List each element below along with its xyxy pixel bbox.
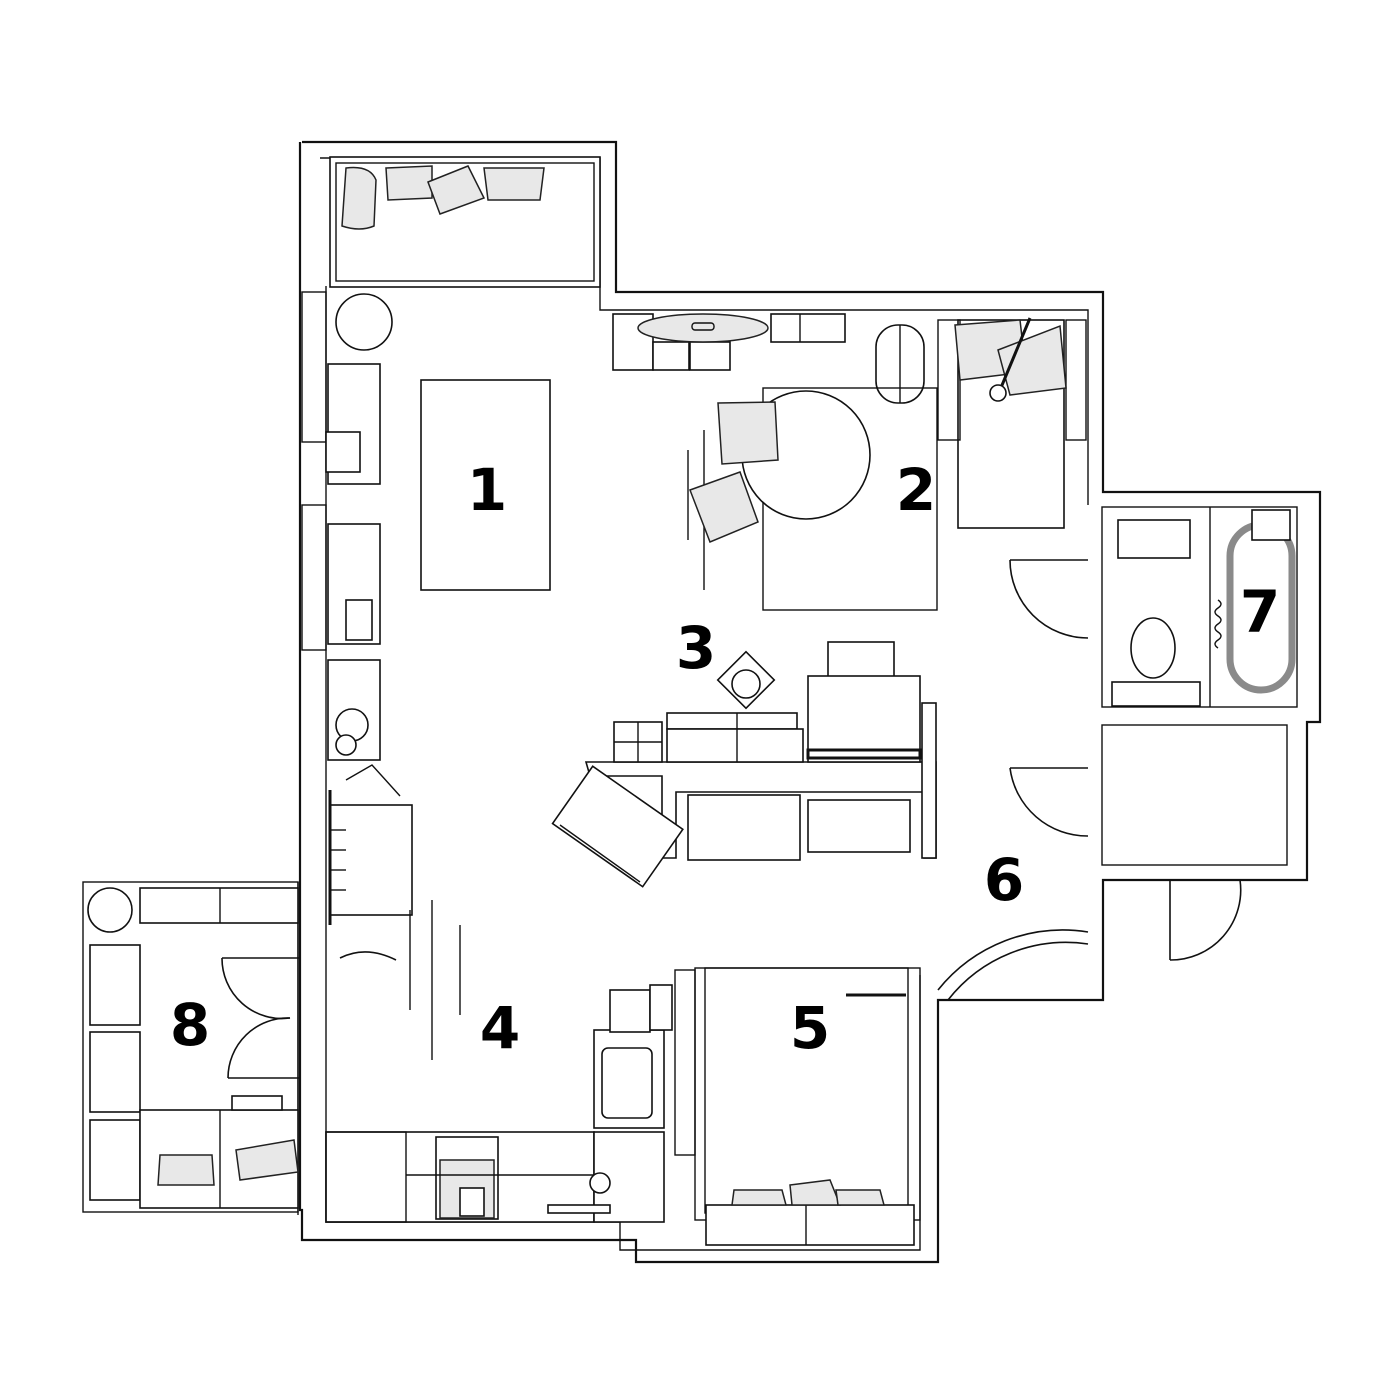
bedroom-5-furniture — [694, 967, 921, 1246]
pillow-icon — [835, 1189, 885, 1206]
room-label-4: 4 — [480, 994, 520, 1062]
door-bedroom-2 — [1009, 559, 1089, 639]
room-label-3: 3 — [676, 614, 716, 682]
pillow-icon — [157, 1154, 215, 1186]
planter — [89, 944, 141, 1026]
pillow-icon — [385, 165, 433, 201]
room-labels: 1 2 3 4 5 6 7 8 — [170, 456, 1280, 1062]
pillow-icon — [341, 166, 377, 230]
pillow-icon — [483, 167, 545, 201]
pillow-icon — [427, 165, 486, 215]
rug — [420, 379, 551, 591]
bed — [705, 1204, 915, 1246]
room-label-6: 6 — [984, 846, 1024, 914]
kitchen-furniture — [325, 969, 696, 1223]
hallway-doors — [937, 724, 1288, 1001]
pillow-icon — [717, 401, 779, 465]
plant-pot — [87, 887, 133, 933]
bathroom-furniture — [1101, 506, 1298, 708]
left-wall-cabinets — [301, 291, 413, 961]
pillow-icon — [235, 1139, 299, 1181]
toilet — [1130, 617, 1176, 679]
pillow-icon — [689, 471, 759, 543]
round-table — [335, 293, 393, 351]
balcony-furniture — [82, 881, 300, 1215]
sofa-niche — [329, 156, 601, 288]
pillow-icon — [997, 324, 1067, 396]
pillow-icon — [789, 1179, 842, 1206]
room-label-2: 2 — [896, 456, 936, 524]
bedroom-2-furniture — [612, 313, 1087, 611]
room-label-1: 1 — [467, 456, 507, 524]
room-label-8: 8 — [170, 991, 210, 1059]
planter — [89, 1031, 141, 1113]
planter — [89, 1119, 141, 1201]
room-label-5: 5 — [790, 994, 830, 1062]
study-furniture — [551, 641, 937, 888]
sink — [1117, 519, 1191, 559]
room-label-7: 7 — [1240, 578, 1280, 646]
pillow-icon — [731, 1189, 787, 1206]
